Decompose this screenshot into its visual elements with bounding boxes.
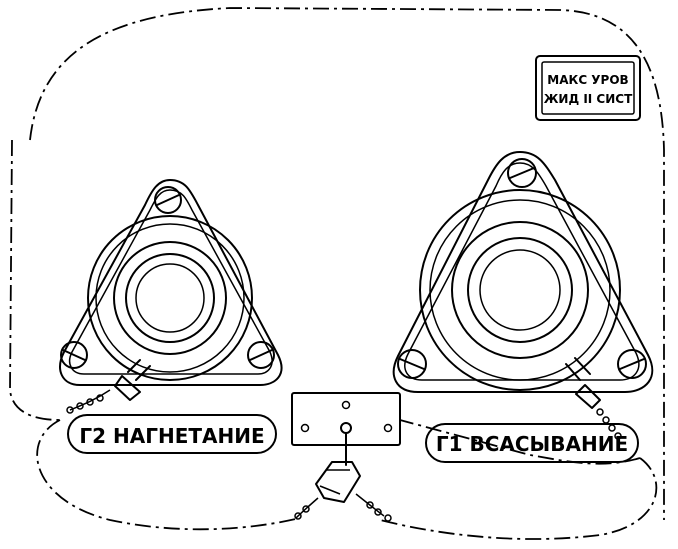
placard-line-2: ЖИД II СИСТ — [544, 92, 633, 106]
placard-line-1: МАКС УРОВ — [547, 73, 628, 87]
label-plate-g2: Г2 НАГНЕТАНИЕ — [67, 414, 277, 454]
screw-bottom-left — [60, 341, 88, 369]
center-bracket — [291, 392, 401, 466]
max-level-placard: МАКС УРОВ ЖИД II СИСТ — [535, 55, 641, 121]
screw-bottom-right — [247, 341, 275, 369]
screw-bottom-left-2 — [397, 349, 427, 379]
chain-loop-right — [379, 457, 658, 540]
label-plate-g1: Г1 ВСАСЫВАНИЕ — [425, 423, 639, 463]
suction-fitting-g1 — [392, 151, 654, 440]
label-g1-text: Г1 ВСАСЫВАНИЕ — [436, 432, 628, 456]
screw-top-left — [154, 186, 182, 214]
screw-bottom-right-2 — [617, 349, 647, 379]
hanging-cap — [294, 461, 392, 522]
pressure-fitting-g2 — [59, 179, 283, 414]
label-g2-text: Г2 НАГНЕТАНИЕ — [79, 424, 264, 448]
screw-top-right — [507, 158, 537, 188]
chain-loop-left — [36, 419, 301, 531]
